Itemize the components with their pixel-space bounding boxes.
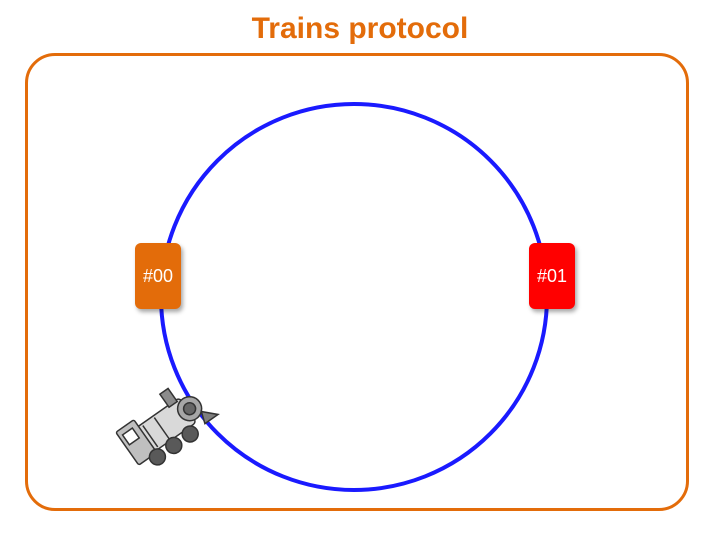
- node-01: #01: [529, 243, 575, 309]
- train-icon: [112, 372, 222, 482]
- node-01-label: #01: [536, 265, 568, 286]
- node-00-label: #00: [142, 265, 174, 286]
- node-00: #00: [135, 243, 181, 309]
- diagram-frame: [25, 53, 689, 511]
- slide-title: Trains protocol: [251, 12, 469, 45]
